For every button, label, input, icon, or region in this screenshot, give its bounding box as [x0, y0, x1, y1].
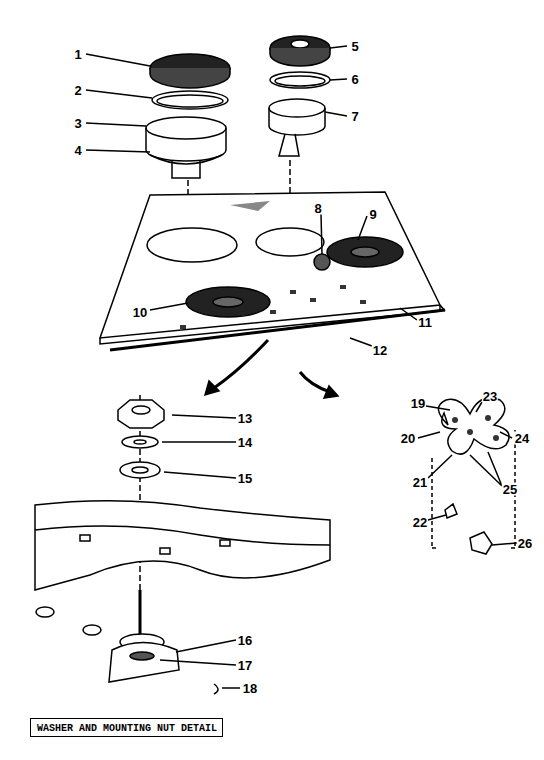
- callout-number: 1: [73, 48, 82, 61]
- callout-number: 23: [482, 390, 498, 403]
- callout-number: 13: [237, 412, 253, 425]
- callout-number: 4: [73, 144, 82, 157]
- callout-number: 25: [502, 483, 518, 496]
- callout-number: 7: [350, 110, 359, 123]
- callout-number: 17: [237, 659, 253, 672]
- callout-number: 9: [368, 208, 377, 221]
- callout-number: 22: [412, 516, 428, 529]
- callout-number: 20: [400, 432, 416, 445]
- callout-number: 12: [372, 344, 388, 357]
- callout-number: 11: [417, 316, 433, 329]
- callout-number: 18: [242, 682, 258, 695]
- callout-number: 10: [132, 306, 148, 319]
- callout-number: 8: [313, 202, 322, 215]
- callout-number: 14: [237, 436, 253, 449]
- detail-caption-box: WASHER AND MOUNTING NUT DETAIL: [30, 718, 223, 737]
- callout-number: 16: [237, 634, 253, 647]
- caption-text: WASHER AND MOUNTING NUT DETAIL: [37, 723, 216, 734]
- callout-number: 19: [410, 397, 426, 410]
- callout-number: 24: [514, 432, 530, 445]
- callout-number: 2: [73, 84, 82, 97]
- callout-number: 15: [237, 472, 253, 485]
- callout-number: 5: [350, 40, 359, 53]
- callout-number: 21: [412, 476, 428, 489]
- callout-number: 6: [350, 73, 359, 86]
- callout-number: 26: [517, 537, 533, 550]
- callout-number: 3: [73, 117, 82, 130]
